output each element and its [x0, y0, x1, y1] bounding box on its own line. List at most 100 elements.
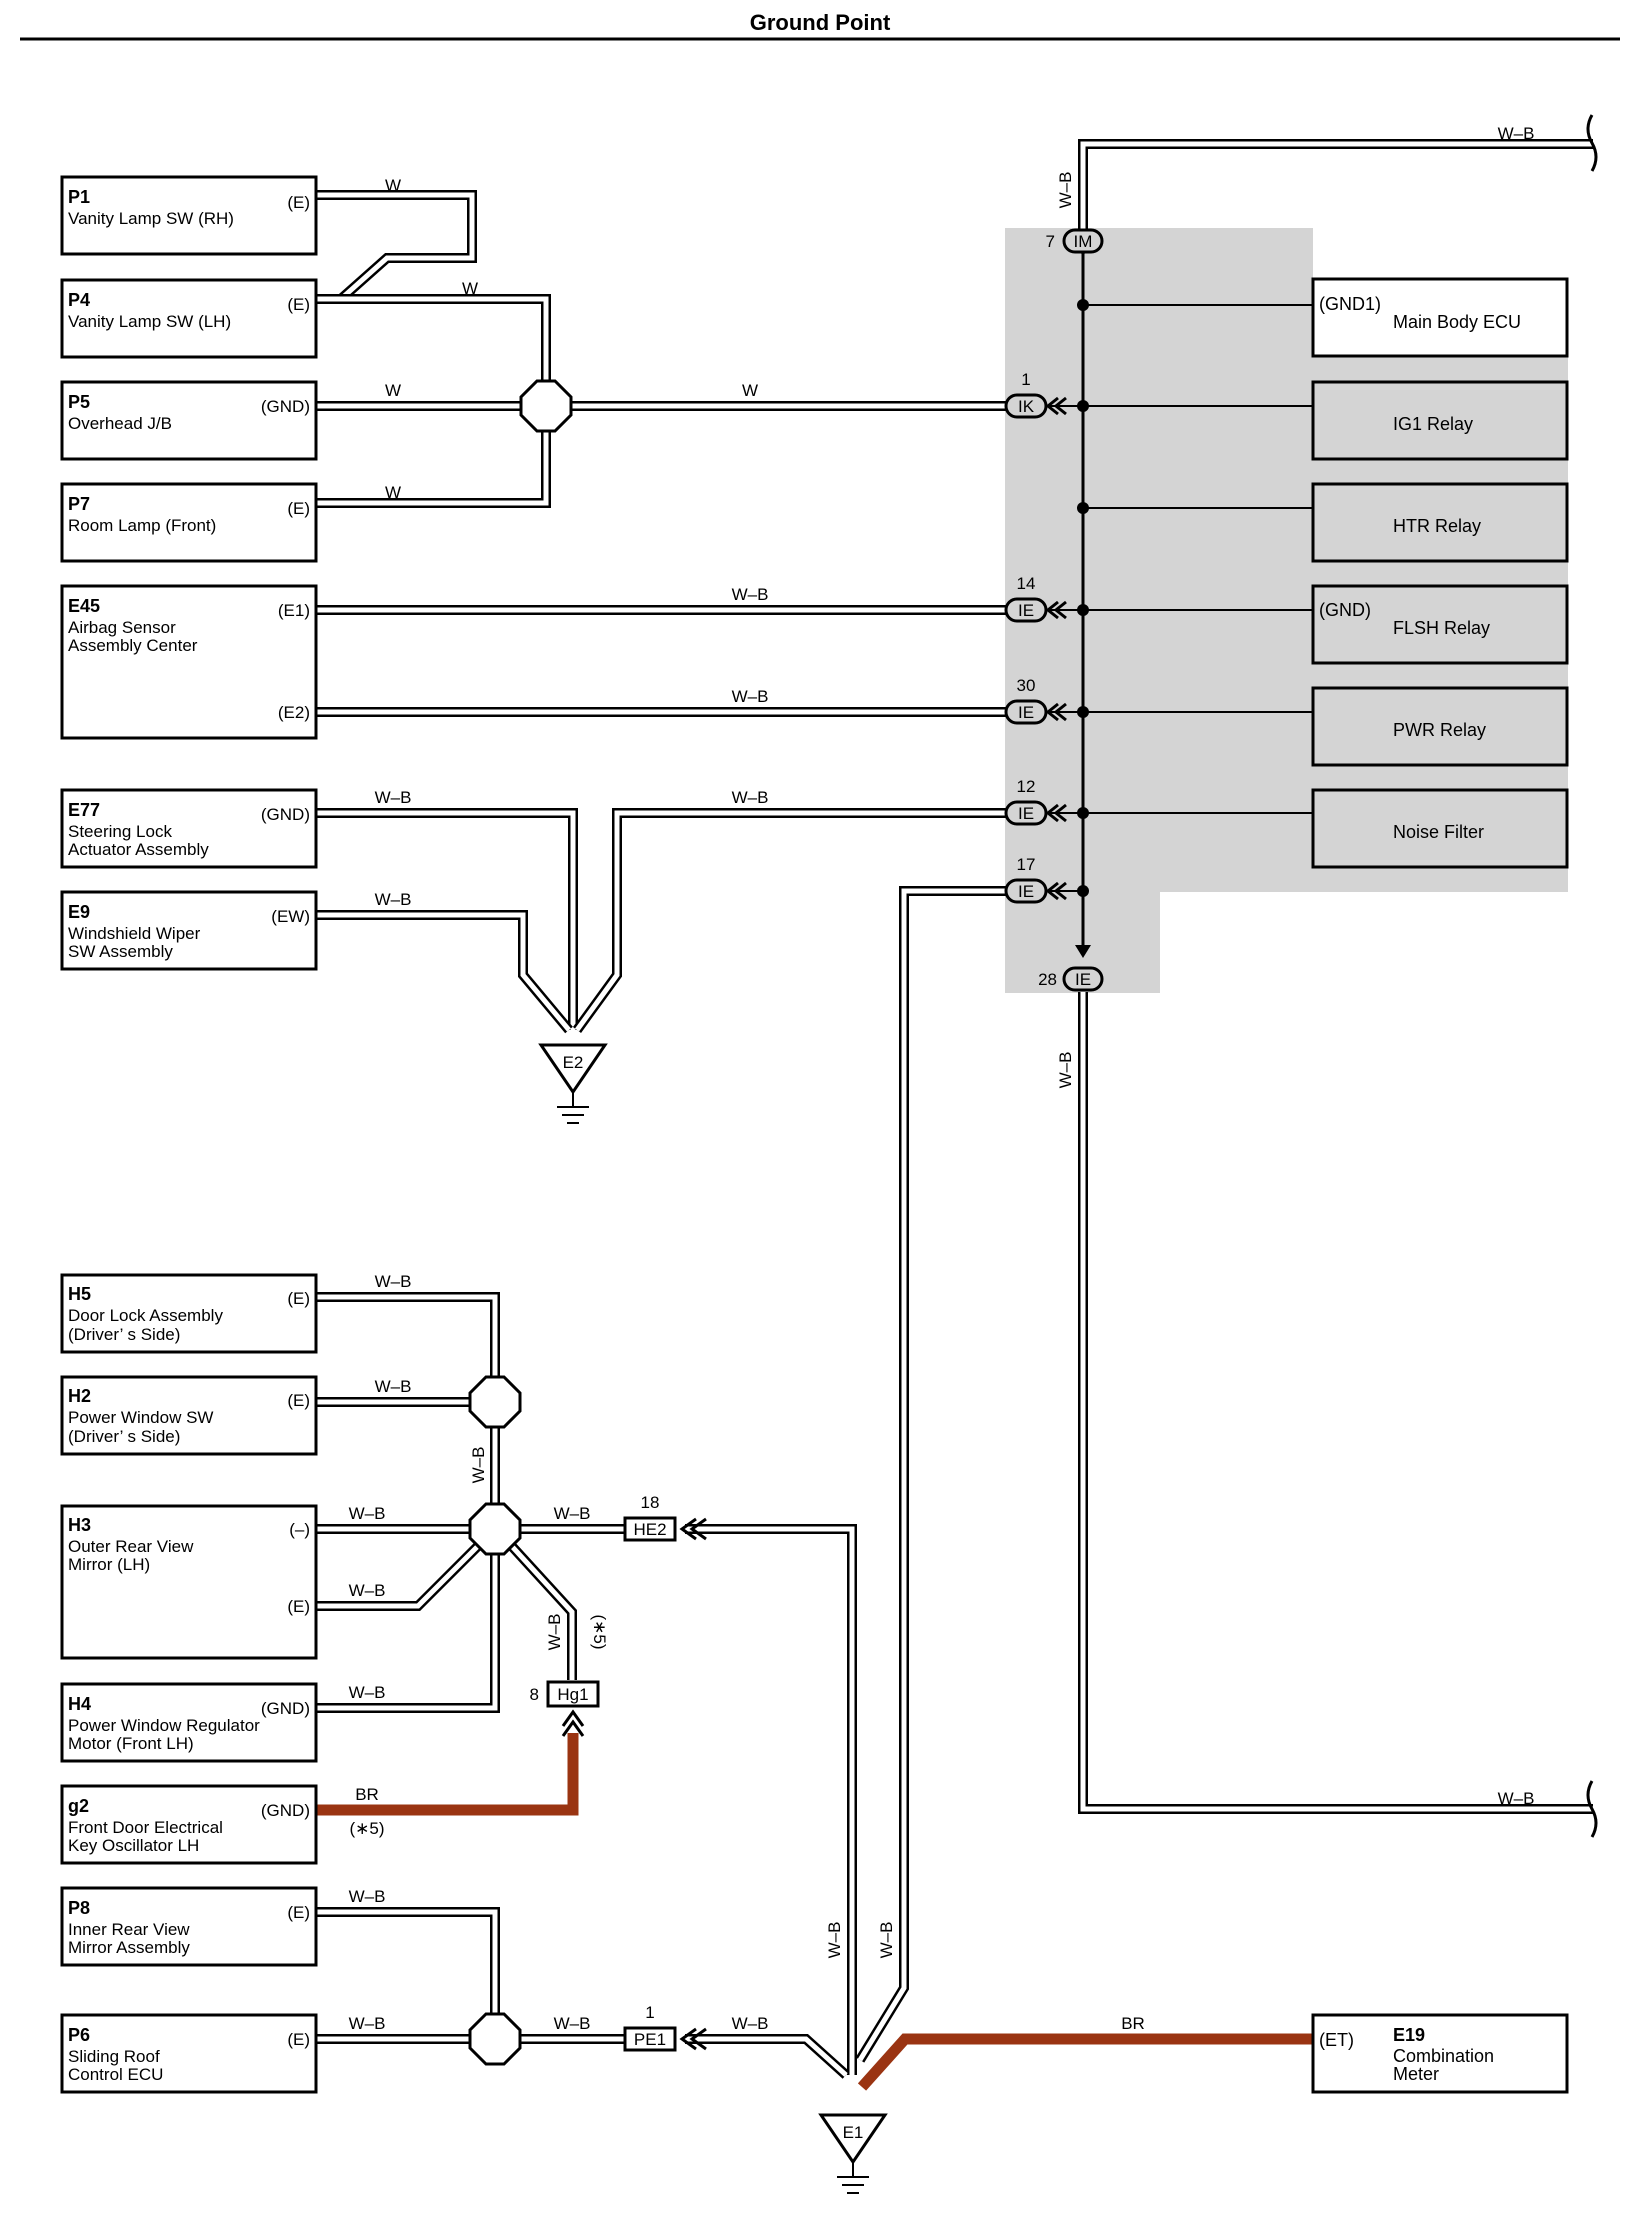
wl-e19: BR [1121, 2014, 1145, 2033]
wl-h4: W–B [349, 1683, 386, 1702]
ground-e1: E1 [818, 2113, 888, 2194]
pin-p1: (E) [287, 193, 310, 212]
code-h4: H4 [68, 1694, 91, 1714]
conn-ie30-num: 30 [1017, 676, 1036, 695]
code-h2: H2 [68, 1386, 91, 1406]
box-e9 [60, 890, 318, 971]
name-h5-1: Door Lock Assembly [68, 1306, 223, 1325]
box-h3 [60, 1504, 318, 1660]
conn-hg1 [546, 1680, 600, 1708]
wire-ie12-e2 [572, 808, 1010, 1033]
box-e45 [60, 584, 318, 740]
wire-labels: W W W W W W–B W–B W–B W–B W–B W–B W–B W–… [349, 124, 1535, 2033]
pin-flsh-relay: (GND) [1319, 600, 1371, 620]
pin-combination-meter: (ET) [1319, 2030, 1354, 2050]
conn-im-num: 7 [1046, 232, 1055, 251]
wl-h3-minus: W–B [349, 1504, 386, 1523]
name-e45-2: Assembly Center [68, 636, 198, 655]
wl-hg1-note: (∗5) [590, 1614, 609, 1649]
name-h3-2: Mirror (LH) [68, 1555, 150, 1574]
pin-h2: (E) [287, 1391, 310, 1410]
pin-e9: (EW) [271, 907, 310, 926]
conn-im [1062, 228, 1104, 254]
wire-g2-hg1 [316, 1733, 579, 1816]
box-e77 [60, 788, 318, 869]
name-g2-1: Front Door Electrical [68, 1818, 223, 1837]
wl-h2: W–B [375, 1377, 412, 1396]
wire-e77-e2 [316, 808, 578, 1030]
box-h4 [60, 1682, 318, 1763]
box-g2 [60, 1784, 318, 1865]
wire-h5-splice [316, 1292, 500, 1402]
conn-ik-label: IK [1018, 397, 1035, 416]
name-h2-1: Power Window SW [68, 1408, 213, 1427]
pin-h4: (GND) [261, 1699, 310, 1718]
wire-p8-splice [316, 1907, 500, 2039]
wire-e19-e1 [857, 2033, 1312, 2091]
wl-he2: W–B [554, 1504, 591, 1523]
pin-h5: (E) [287, 1289, 310, 1308]
conn-ie28-num: 28 [1038, 970, 1057, 989]
name-p8-1: Inner Rear View [68, 1920, 190, 1939]
wire-he2-e1 [685, 1524, 857, 2075]
conn-ie14-num: 14 [1017, 574, 1036, 593]
name-p8-2: Mirror Assembly [68, 1938, 190, 1957]
conn-ie12-num: 12 [1017, 777, 1036, 796]
wire-ie28-bottom [1078, 992, 1593, 1814]
conn-ie17-num: 17 [1017, 855, 1036, 874]
box-p6 [60, 2013, 318, 2094]
name-pwr-relay: PWR Relay [1393, 720, 1486, 740]
code-h5: H5 [68, 1284, 91, 1304]
code-p6: P6 [68, 2025, 90, 2045]
code-combination-meter: E19 [1393, 2025, 1425, 2045]
wl-g2-note: (∗5) [349, 1819, 384, 1838]
wire-pe1-e1 [685, 2034, 850, 2079]
pin-e77: (GND) [261, 805, 310, 824]
name-g2-2: Key Oscillator LH [68, 1836, 199, 1855]
conn-pe1 [623, 2026, 677, 2052]
wl-p8: W–B [349, 1887, 386, 1906]
name-e77-2: Actuator Assembly [68, 840, 209, 859]
splice-h5h2 [468, 1375, 522, 1429]
conn-ie17-label: IE [1018, 882, 1034, 901]
name-flsh-relay: FLSH Relay [1393, 618, 1490, 638]
brown-wires [316, 1733, 1312, 2091]
box-combination-meter [1311, 2013, 1569, 2094]
code-p5: P5 [68, 392, 90, 412]
box-p8 [60, 1886, 318, 1967]
wires [316, 139, 1593, 2079]
wl-top-right: W–B [1498, 124, 1535, 143]
conn-he2-label: HE2 [633, 1520, 666, 1539]
combination-meter-name-line: Meter [1393, 2064, 1439, 2084]
box-h2 [60, 1375, 318, 1456]
name-h5-2: (Driver’ s Side) [68, 1325, 180, 1344]
wire-top-right [1078, 139, 1593, 230]
name-e77-1: Steering Lock [68, 822, 172, 841]
wire-p1-loop [316, 190, 477, 302]
name-e9-2: SW Assembly [68, 942, 173, 961]
wl-ie12: W–B [732, 788, 769, 807]
combination-meter-name-line: Combination [1393, 2046, 1494, 2066]
splice-p6 [468, 2012, 522, 2066]
right-component-labels: (GND1) Main Body ECU IG1 Relay HTR Relay… [1319, 294, 1521, 2084]
inline-connectors: IM 7 IK 1 IE 14 IE 30 IE 12 IE 17 IE 28 … [530, 228, 1104, 2052]
page-title: Ground Point [750, 10, 891, 35]
box-p1 [60, 175, 318, 256]
pin-main-body-ecu: (GND1) [1319, 294, 1381, 314]
wl-h5: W–B [375, 1272, 412, 1291]
wl-e45-e2: W–B [732, 687, 769, 706]
wl-e77: W–B [375, 788, 412, 807]
box-pwr-relay [1311, 686, 1569, 767]
box-p5 [60, 380, 318, 461]
box-p4 [60, 278, 318, 359]
wl-bottom-right: W–B [1498, 1789, 1535, 1808]
conn-ik-num: 1 [1021, 370, 1030, 389]
name-h4-2: Motor (Front LH) [68, 1734, 194, 1753]
pin-e45-e2: (E2) [278, 703, 310, 722]
conn-pe1-label: PE1 [634, 2030, 666, 2049]
name-h2-2: (Driver’ s Side) [68, 1427, 180, 1446]
wire-splice-hg1 [504, 1538, 577, 1680]
left-components [60, 175, 318, 2094]
wl-p4: W [462, 279, 478, 298]
